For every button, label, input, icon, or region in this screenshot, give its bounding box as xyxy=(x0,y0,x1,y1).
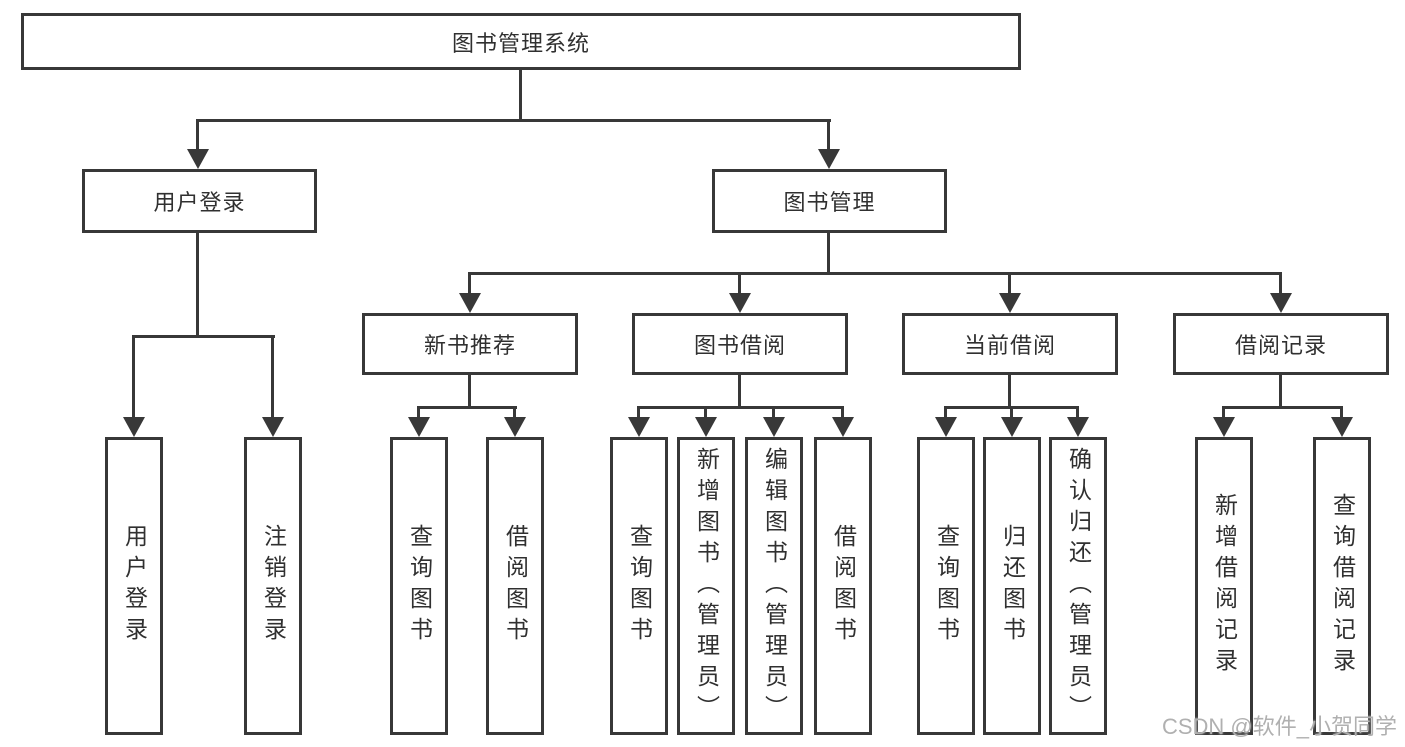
connector-vline xyxy=(772,406,775,421)
connector-vline xyxy=(1008,272,1011,297)
leaf-add-books-admin-label: 新增图书（管理员） xyxy=(693,446,720,726)
connector-arrow xyxy=(459,293,481,313)
leaf-borrow-books-label: 借阅图书 xyxy=(830,524,857,648)
connector-hline xyxy=(1223,406,1343,409)
connector-arrow xyxy=(818,149,840,169)
connector-vline xyxy=(1010,406,1013,421)
node-book-management-label: 图书管理 xyxy=(783,190,876,215)
leaf-add-borrow-record-label: 新增借阅记录 xyxy=(1211,493,1238,679)
connector-arrow xyxy=(1331,417,1353,437)
connector-vline xyxy=(637,406,640,421)
leaf-confirm-return-admin: 确认归还（管理员） xyxy=(1049,437,1107,735)
connector-hline xyxy=(197,119,831,122)
leaf-logout-label: 注销登录 xyxy=(260,524,287,648)
connector-arrow xyxy=(123,417,145,437)
node-user-login: 用户登录 xyxy=(82,169,317,233)
connector-vline xyxy=(1279,272,1282,297)
leaf-borrow-books: 借阅图书 xyxy=(814,437,872,735)
leaf-return-books: 归还图书 xyxy=(983,437,1041,735)
leaf-current-query-books: 查询图书 xyxy=(917,437,975,735)
node-current-borrow: 当前借阅 xyxy=(902,313,1118,375)
connector-arrow xyxy=(408,417,430,437)
connector-vline xyxy=(468,375,471,406)
connector-vline xyxy=(468,272,471,297)
connector-hline xyxy=(638,406,844,409)
leaf-edit-books-admin: 编辑图书（管理员） xyxy=(745,437,803,735)
node-book-borrow-label: 图书借阅 xyxy=(693,333,786,358)
leaf-borrow-query-books-label: 查询图书 xyxy=(626,524,653,648)
connector-vline xyxy=(513,406,516,421)
connector-vline xyxy=(738,272,741,297)
connector-vline xyxy=(704,406,707,421)
node-current-borrow-label: 当前借阅 xyxy=(963,333,1056,358)
leaf-query-borrow-record-label: 查询借阅记录 xyxy=(1329,493,1356,679)
connector-arrow xyxy=(763,417,785,437)
node-borrow-record: 借阅记录 xyxy=(1173,313,1389,375)
leaf-user-login: 用户登录 xyxy=(105,437,163,735)
connector-vline xyxy=(196,233,199,335)
leaf-current-query-books-label: 查询图书 xyxy=(933,524,960,648)
connector-arrow xyxy=(1270,293,1292,313)
connector-arrow xyxy=(729,293,751,313)
node-book-management: 图书管理 xyxy=(712,169,947,233)
leaf-add-books-admin: 新增图书（管理员） xyxy=(677,437,735,735)
connector-hline xyxy=(417,406,517,409)
leaf-recommend-query-books-label: 查询图书 xyxy=(406,524,433,648)
connector-vline xyxy=(827,119,830,155)
leaf-borrow-query-books: 查询图书 xyxy=(610,437,668,735)
connector-vline xyxy=(827,233,830,272)
connector-arrow xyxy=(1001,417,1023,437)
node-borrow-record-label: 借阅记录 xyxy=(1234,333,1327,358)
connector-vline xyxy=(132,335,135,419)
leaf-add-borrow-record: 新增借阅记录 xyxy=(1195,437,1253,735)
watermark: CSDN @软件_小贺同学 xyxy=(1161,714,1397,739)
connector-arrow xyxy=(935,417,957,437)
connector-arrow xyxy=(262,417,284,437)
leaf-edit-books-admin-label: 编辑图书（管理员） xyxy=(761,446,788,726)
connector-vline xyxy=(1076,406,1079,421)
node-new-book-recommend: 新书推荐 xyxy=(362,313,578,375)
leaf-return-books-label: 归还图书 xyxy=(999,524,1026,648)
leaf-logout: 注销登录 xyxy=(244,437,302,735)
connector-vline xyxy=(196,119,199,155)
leaf-recommend-borrow-books: 借阅图书 xyxy=(486,437,544,735)
connector-vline xyxy=(944,406,947,421)
leaf-user-login-label: 用户登录 xyxy=(121,524,148,648)
connector-vline xyxy=(417,406,420,421)
leaf-recommend-borrow-books-label: 借阅图书 xyxy=(502,524,529,648)
node-user-login-label: 用户登录 xyxy=(153,190,246,215)
connector-vline xyxy=(738,375,741,406)
connector-arrow xyxy=(628,417,650,437)
connector-arrow xyxy=(999,293,1021,313)
leaf-recommend-query-books: 查询图书 xyxy=(390,437,448,735)
node-book-borrow: 图书借阅 xyxy=(632,313,848,375)
connector-arrow xyxy=(1213,417,1235,437)
leaf-confirm-return-admin-label: 确认归还（管理员） xyxy=(1065,446,1092,726)
connector-vline xyxy=(1008,375,1011,406)
connector-vline xyxy=(1340,406,1343,421)
connector-hline xyxy=(132,335,275,338)
connector-arrow xyxy=(504,417,526,437)
node-root: 图书管理系统 xyxy=(21,13,1021,70)
connector-vline xyxy=(1279,375,1282,406)
connector-vline xyxy=(271,335,274,419)
connector-arrow xyxy=(695,417,717,437)
connector-arrow xyxy=(187,149,209,169)
connector-arrow xyxy=(1067,417,1089,437)
node-new-book-recommend-label: 新书推荐 xyxy=(423,333,516,358)
connector-vline xyxy=(1222,406,1225,421)
connector-hline xyxy=(468,272,1282,275)
connector-vline xyxy=(519,69,522,119)
node-root-label: 图书管理系统 xyxy=(451,30,590,56)
leaf-query-borrow-record: 查询借阅记录 xyxy=(1313,437,1371,735)
connector-arrow xyxy=(832,417,854,437)
connector-vline xyxy=(841,406,844,421)
